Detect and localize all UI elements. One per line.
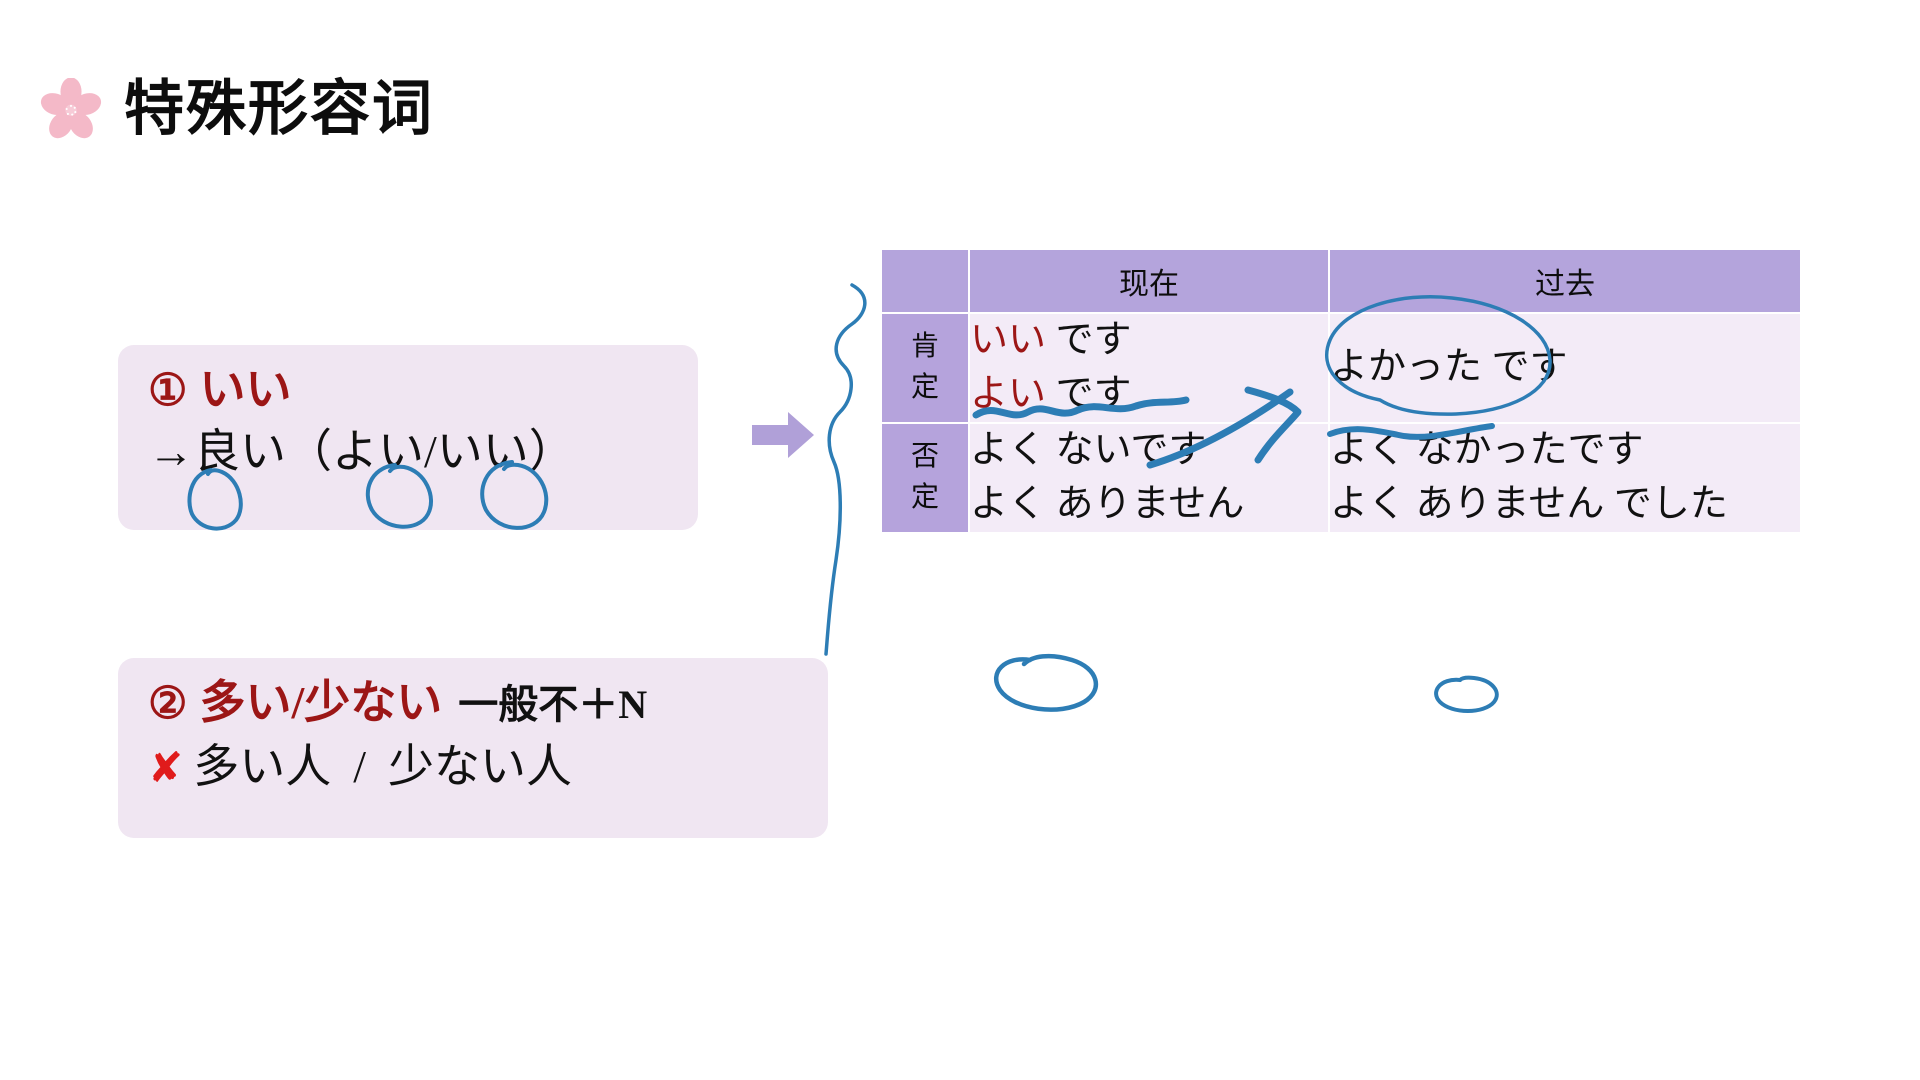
- conj-form: よく ないです: [970, 428, 1207, 471]
- callout-1-arrow: →: [148, 426, 194, 478]
- callout-2-line-1: ② 多い/少ない 一般不＋N: [148, 676, 798, 730]
- cell-affirmative-present: いい です よい です: [970, 314, 1328, 422]
- sakura-flower-icon: [40, 78, 102, 139]
- conj-form: よく ありません でした: [1330, 482, 1728, 525]
- cell-affirmative-past: よかった です: [1330, 314, 1800, 422]
- ink-circle-present-negative: [993, 653, 1099, 712]
- callout-2-marker: ②: [148, 679, 188, 728]
- callout-1-line-2: → 良い（よい/いい）: [148, 425, 668, 479]
- row-label-affirmative-char1: 肯: [910, 331, 939, 363]
- cell-line: いい です: [970, 314, 1328, 368]
- cell-line: よく なかったです: [1330, 424, 1800, 478]
- ink-circle-past-negative: [1434, 675, 1499, 713]
- callout-2-note: 一般不＋N: [458, 682, 648, 727]
- table-row-affirmative: 肯 定 いい です よい です よかった です: [882, 314, 1800, 422]
- cross-mark-icon: ✘: [148, 743, 184, 793]
- callout-2-separator: /: [353, 741, 366, 793]
- conj-form-red: いい: [970, 319, 1047, 361]
- row-label-negative: 否 定: [882, 423, 968, 532]
- table-corner-cell: [882, 250, 968, 312]
- conjugation-table: 现在 过去 肯 定 いい です よい です よかった です 否 定: [880, 248, 1802, 534]
- cell-negative-past: よく なかったです よく ありません でした: [1330, 423, 1800, 532]
- row-label-negative-char1: 否: [910, 441, 939, 473]
- conj-form: よかった です: [1330, 345, 1568, 388]
- row-label-affirmative: 肯 定: [882, 314, 968, 422]
- row-label-affirmative-char2: 定: [910, 371, 939, 403]
- callout-1-expansion: 良い（よい/いい）: [194, 426, 575, 478]
- column-header-present: 现在: [970, 250, 1328, 312]
- cell-line: よく ありません でした: [1330, 478, 1800, 532]
- callout-box-ii: ① いい → 良い（よい/いい）: [118, 345, 698, 530]
- callout-1-keyword: いい: [199, 364, 292, 415]
- conj-form: よく なかったです: [1330, 428, 1644, 471]
- callout-2-example-right: 少ない人: [387, 741, 572, 793]
- cell-line: よかった です: [1330, 341, 1800, 395]
- row-label-negative-char2: 定: [910, 481, 939, 513]
- callout-1-line-1: ① いい: [148, 363, 668, 417]
- conj-form-red: よい: [970, 372, 1047, 415]
- conj-form: よく ありません: [970, 482, 1245, 525]
- table-header-row: 现在 过去: [882, 250, 1800, 312]
- cell-negative-present: よく ないです よく ありません: [970, 423, 1328, 532]
- right-arrow-icon: [752, 412, 814, 458]
- table-row-negative: 否 定 よく ないです よく ありません よく なかったです よく ありません …: [882, 423, 1800, 532]
- callout-box-ooi-sukunai: ② 多い/少ない 一般不＋N ✘ 多い人 / 少ない人: [118, 658, 828, 838]
- callout-1-marker: ①: [148, 366, 188, 415]
- page-title: 特殊形容词: [124, 75, 434, 142]
- callout-2-line-2: ✘ 多い人 / 少ない人: [148, 740, 798, 794]
- ink-vertical-brace: [824, 283, 867, 656]
- cell-line: よい です: [970, 368, 1328, 422]
- conj-form-suffix: です: [1055, 372, 1132, 415]
- column-header-past: 过去: [1330, 250, 1800, 312]
- slide-header: 特殊形容词: [40, 78, 434, 140]
- callout-2-keyword: 多い/少ない: [199, 677, 443, 728]
- cell-line: よく ありません: [970, 478, 1328, 532]
- cell-line: よく ないです: [970, 424, 1328, 478]
- callout-2-example-left: 多い人: [193, 741, 332, 793]
- conj-form-suffix: です: [1055, 319, 1132, 361]
